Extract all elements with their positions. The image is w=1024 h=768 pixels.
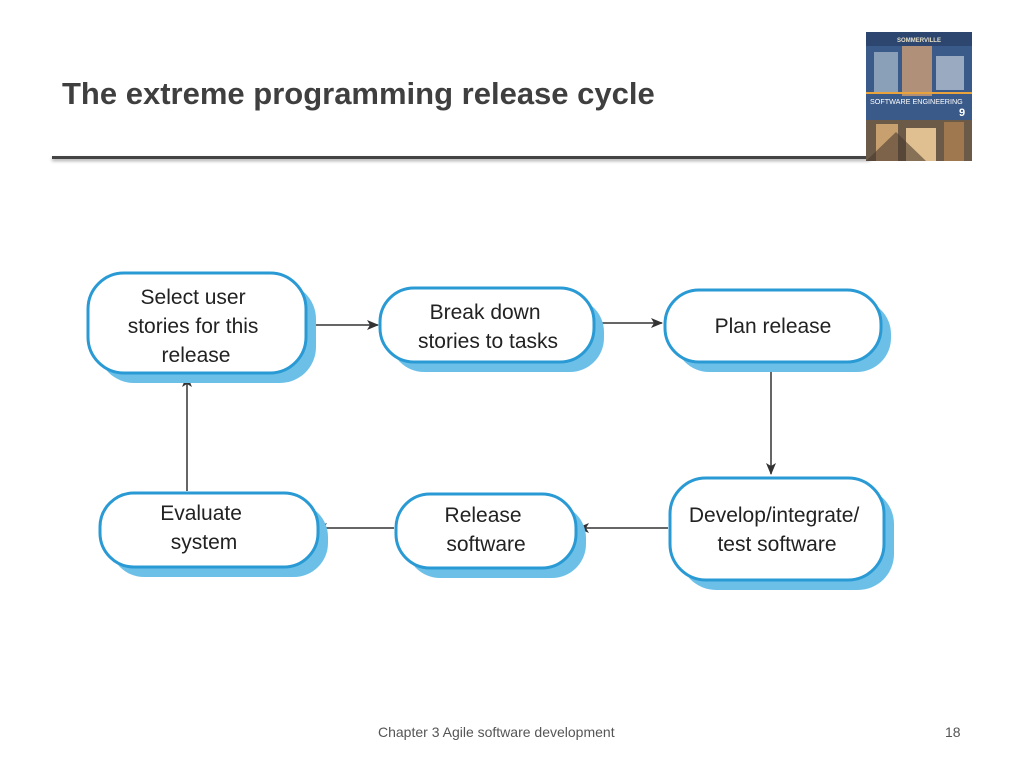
node-release-software: Release software	[394, 492, 586, 578]
book-author: SOMMERVILLE	[897, 38, 941, 44]
node-develop-integrate-test: Develop/integrate/ test software	[668, 476, 894, 590]
node-select-line-2: stories for this	[128, 315, 259, 338]
node-develop-line-2: test software	[717, 533, 836, 556]
node-break-down-stories: Break down stories to tasks	[378, 286, 604, 372]
footer-chapter: Chapter 3 Agile software development	[378, 724, 615, 740]
node-develop-line-1: Develop/integrate/	[689, 504, 860, 527]
node-evaluate-system: Evaluate system	[98, 491, 328, 577]
book-title: SOFTWARE ENGINEERING	[870, 97, 963, 106]
node-release-line-2: software	[446, 533, 525, 556]
node-breakdown-line-1: Break down	[430, 301, 541, 324]
book-cover-image: SOMMERVILLE SOFTWARE ENGINEERING 9	[866, 32, 972, 161]
node-select-user-stories: Select user stories for this release	[86, 271, 316, 383]
node-select-line-3: release	[162, 344, 231, 367]
slide-title: The extreme programming release cycle	[62, 76, 655, 111]
node-release-line-1: Release	[445, 504, 522, 527]
node-select-line-1: Select user	[141, 286, 246, 309]
node-breakdown-line-2: stories to tasks	[418, 330, 558, 353]
svg-text:Break down stories to ta: Break down stories to tasks	[418, 301, 558, 353]
svg-text:Develop/integrate/ test: Develop/integrate/ test software	[689, 504, 865, 556]
node-plan-line-1: Plan release	[715, 315, 832, 338]
node-evaluate-line-1: Evaluate	[160, 502, 242, 525]
svg-text:Select user stories for: Select user stories for this release	[128, 286, 265, 367]
svg-text:Evaluate system: Evaluate system	[160, 502, 248, 554]
book-edition: 9	[959, 107, 965, 119]
footer-page-number: 18	[945, 724, 961, 740]
svg-text:Release software: Release software	[445, 504, 528, 556]
node-evaluate-line-2: system	[171, 531, 238, 554]
svg-text:Plan release: Plan release	[715, 315, 832, 338]
node-plan-release: Plan release	[663, 288, 891, 372]
title-divider	[52, 156, 870, 159]
